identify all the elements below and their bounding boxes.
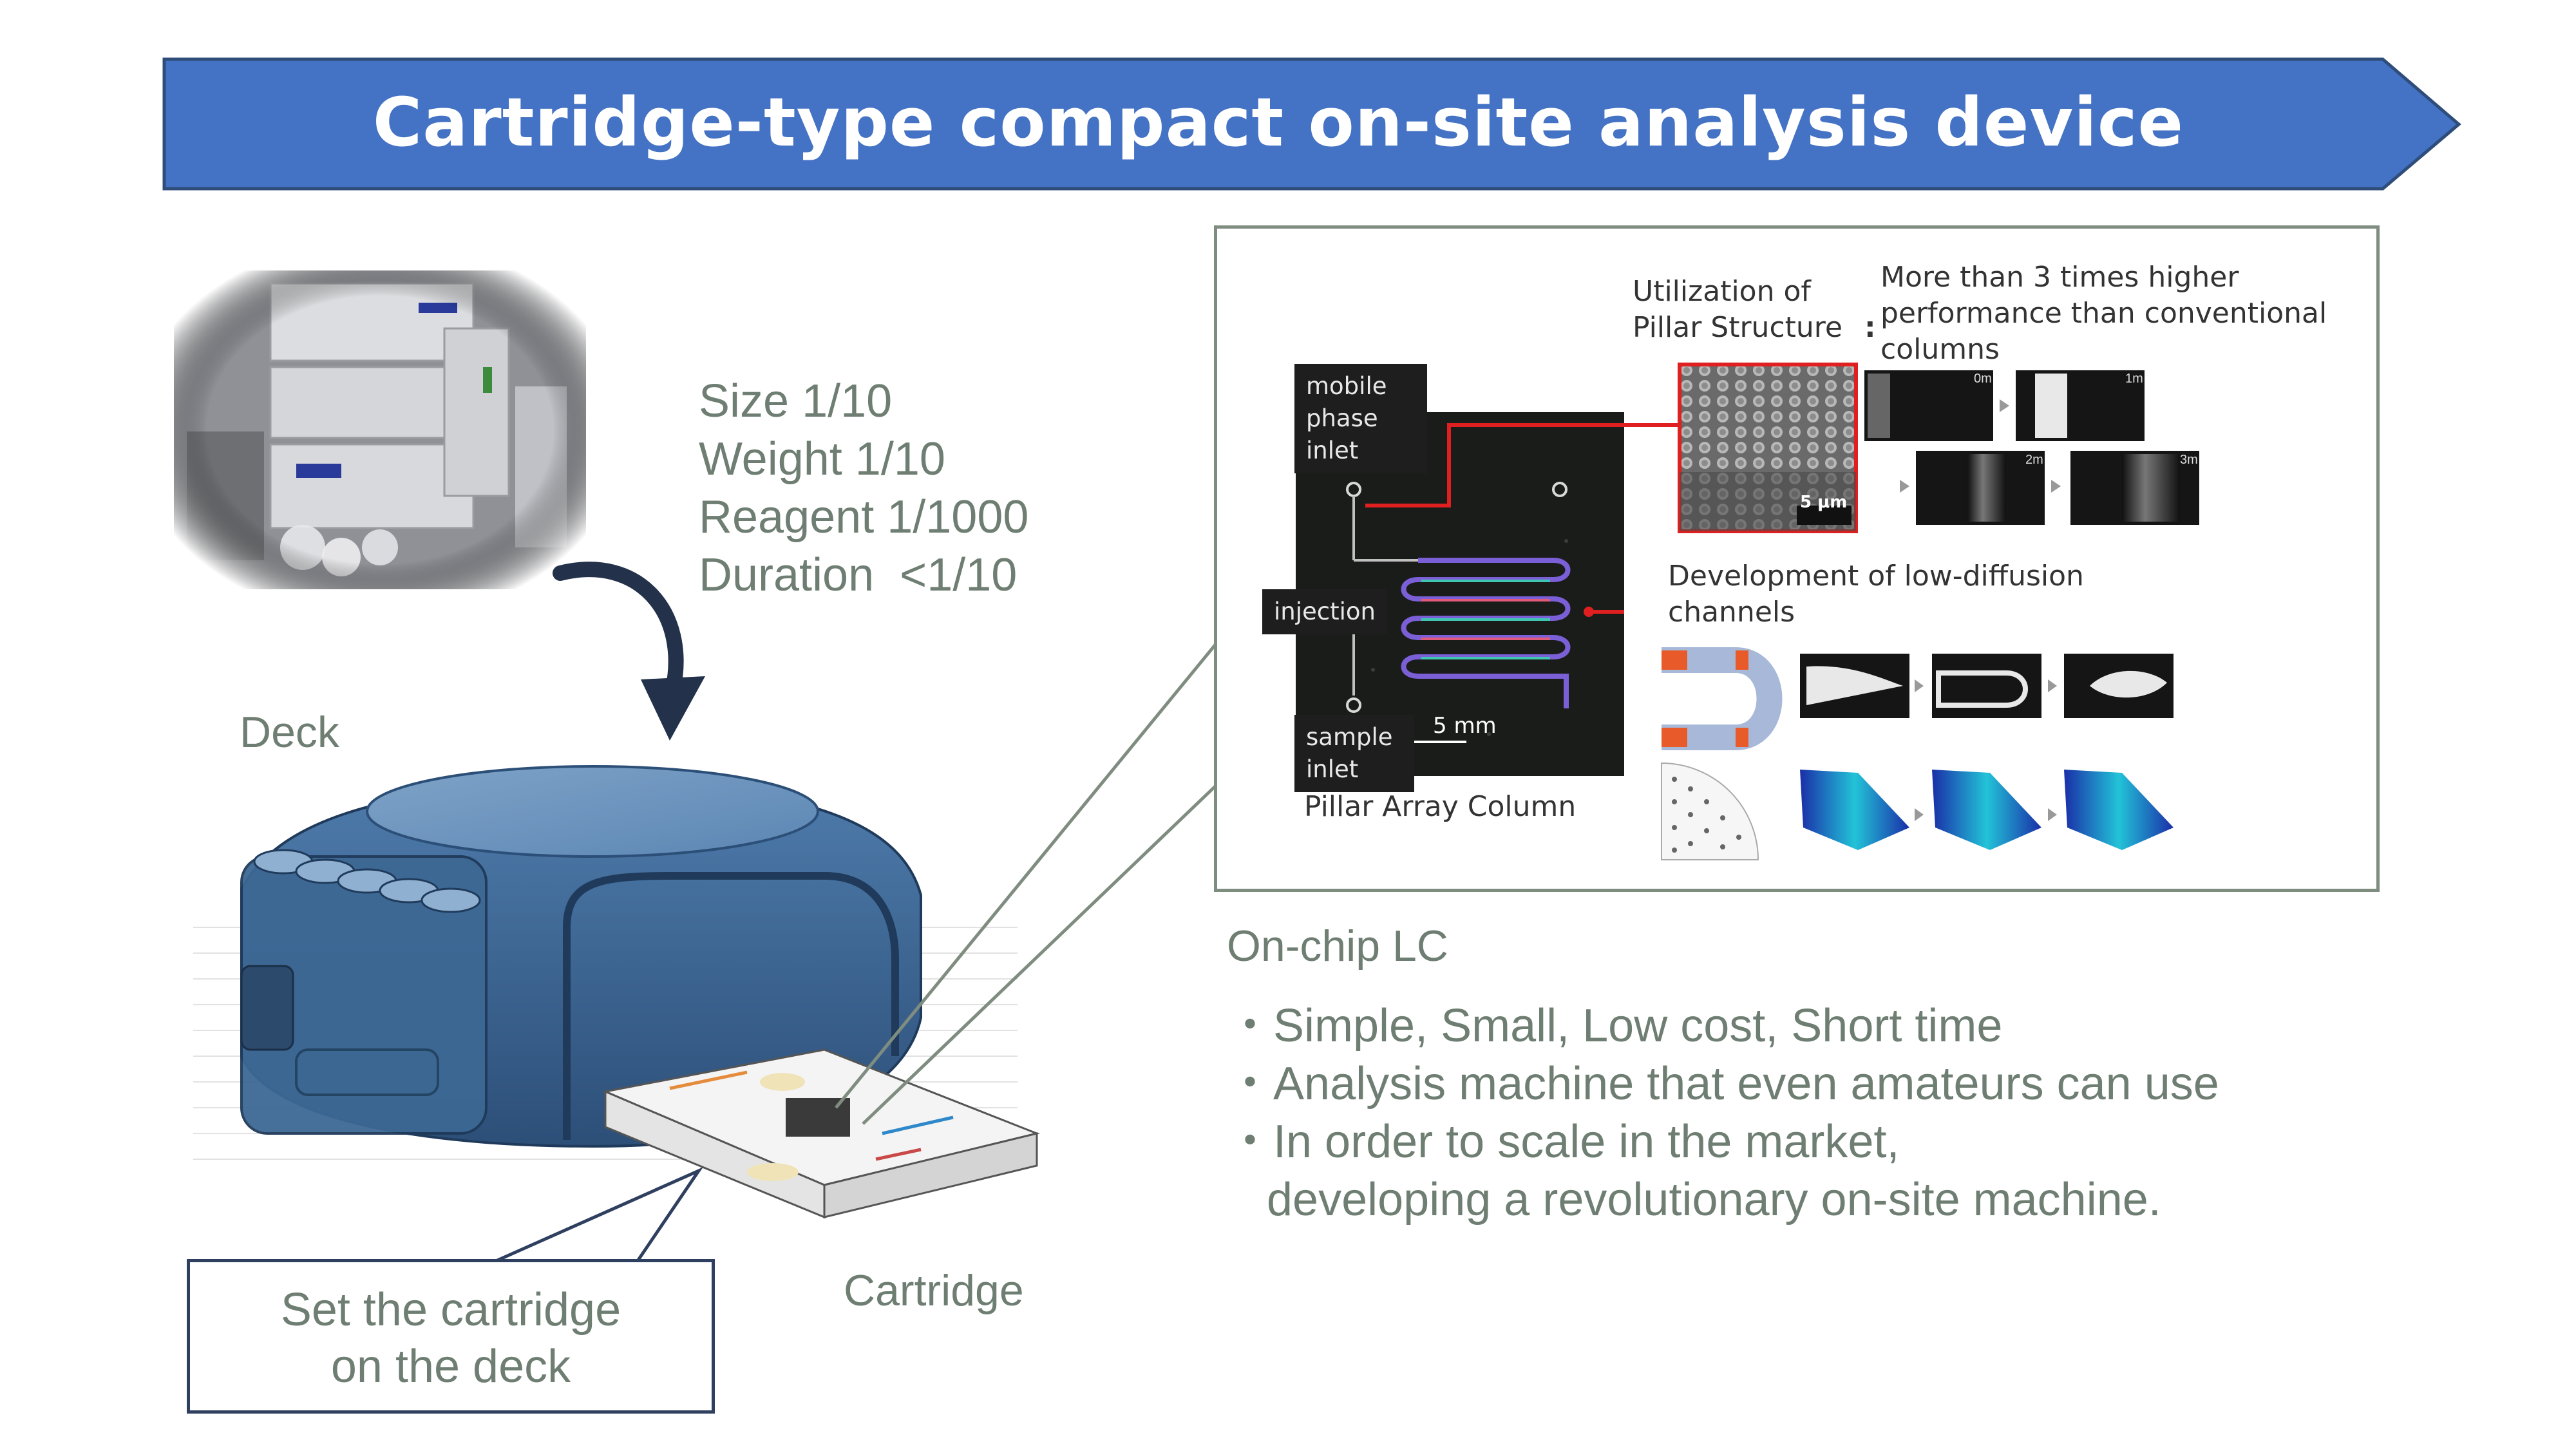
bullet-scale-market: ・In order to scale in the market, bbox=[1227, 1116, 1900, 1168]
page-title: Cartridge-type compact on-site analysis … bbox=[372, 83, 2184, 162]
connector-line bbox=[1365, 423, 1678, 507]
low-diffusion-label: Development of low-diffusion channels bbox=[1668, 560, 2084, 629]
cartridge-callout-box: Set the cartridge on the deck bbox=[187, 1259, 715, 1414]
lab-equipment-photo bbox=[174, 270, 586, 589]
mobile-phase-inlet-label: mobile phase inlet bbox=[1294, 364, 1427, 473]
reagent-reduction: Reagent 1/1000 bbox=[699, 491, 1029, 543]
weight-reduction: Weight 1/10 bbox=[699, 433, 945, 485]
duration-reduction: Duration <1/10 bbox=[699, 549, 1018, 601]
pillar-sem-image bbox=[1678, 363, 1858, 533]
deck-device-illustration bbox=[193, 765, 1040, 1219]
sample-inlet-label: sample inlet bbox=[1294, 715, 1414, 792]
pillar-array-column-label: Pillar Array Column bbox=[1304, 790, 1577, 823]
frame-label-2m: 2m bbox=[2025, 453, 2043, 467]
bullet-revolutionary: developing a revolutionary on-site machi… bbox=[1267, 1174, 2161, 1226]
low-diffusion-channel-diagrams bbox=[1661, 647, 2174, 860]
reduction-list: Size 1/10 Weight 1/10 Reagent 1/1000 Dur… bbox=[699, 372, 1028, 604]
colon-separator: : bbox=[1864, 311, 1876, 344]
callout-line-2: on the deck bbox=[330, 1341, 571, 1392]
performance-text: More than 3 times higher performance tha… bbox=[1880, 261, 2327, 366]
scale-5um-label: 5 μm bbox=[1800, 493, 1848, 512]
onchip-bullet-list: ・Simple, Small, Low cost, Short time ・An… bbox=[1227, 997, 2219, 1229]
frame-label-0m: 0m bbox=[1974, 372, 1992, 386]
onchip-lc-panel: mobile phase inlet injection sample inle… bbox=[1214, 225, 2380, 892]
frame-label-1m: 1m bbox=[2125, 372, 2143, 386]
onchip-heading: On-chip LC bbox=[1227, 922, 1448, 971]
cartridge-label: Cartridge bbox=[844, 1266, 1024, 1315]
curved-arrow-icon bbox=[553, 562, 705, 741]
injection-label: injection bbox=[1262, 589, 1387, 634]
deck-label: Deck bbox=[240, 708, 339, 757]
separation-time-frames bbox=[1864, 370, 2199, 525]
size-reduction: Size 1/10 bbox=[699, 375, 893, 427]
bullet-amateurs: ・Analysis machine that even amateurs can… bbox=[1227, 1058, 2219, 1110]
bullet-simple-small: ・Simple, Small, Low cost, Short time bbox=[1227, 1000, 2003, 1052]
scale-5mm-label: 5 mm bbox=[1433, 713, 1497, 739]
callout-line-1: Set the cartridge bbox=[280, 1284, 621, 1336]
utilization-label: Utilization of Pillar Structure bbox=[1633, 275, 1842, 344]
cartridge-illustration bbox=[601, 1048, 1040, 1219]
title-banner bbox=[162, 57, 2461, 191]
frame-label-3m: 3m bbox=[2180, 453, 2198, 467]
